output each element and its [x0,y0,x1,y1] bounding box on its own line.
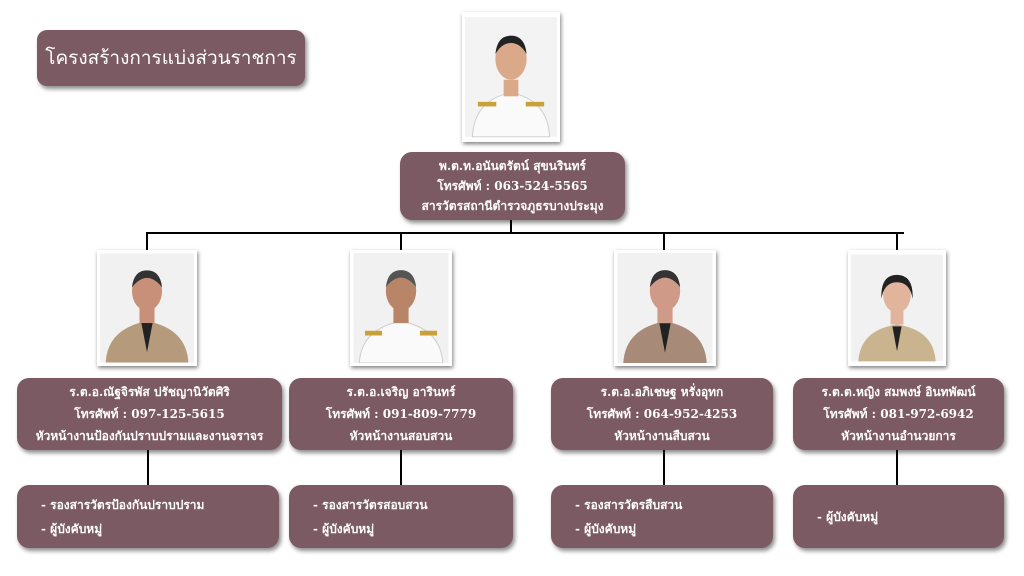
head-box: พ.ต.ท.อนันตรัตน์ สุขนรินทร์ โทรศัพท์ : 0… [400,152,625,220]
connector [400,232,402,250]
sub-box: - รองสารวัตรป้องกันปราบปราม - ผู้บังคับห… [17,485,279,548]
connector [147,450,149,485]
unit-box: ร.ต.อ.เจริญ อารินทร์ โทรศัพท์ : 091-809-… [289,378,513,450]
unit-position: หัวหน้างานสอบสวน [349,429,453,443]
connector [510,220,512,234]
unit-name: ร.ต.ต.หญิง สมพงษ์ อินทพัฒน์ [821,385,976,399]
connector [663,450,665,485]
connector [146,232,148,250]
unit-photo [614,250,716,366]
sub-item: - ผู้บังคับหมู่ [313,521,375,536]
unit-name: ร.ต.อ.ณัฐจิรพัส ปรัชญานิวัตศิริ [69,385,230,399]
head-name: พ.ต.ท.อนันตรัตน์ สุขนรินทร์ [439,159,586,173]
head-position: สารวัตรสถานีตำรวจภูธรบางประมุง [421,199,604,213]
connector [400,450,402,485]
unit-phone: โทรศัพท์ : 081-972-6942 [823,407,974,421]
unit-phone: โทรศัพท์ : 091-809-7779 [325,407,477,421]
sub-item: - ผู้บังคับหมู่ [41,521,103,536]
unit-box: ร.ต.ต.หญิง สมพงษ์ อินทพัฒน์ โทรศัพท์ : 0… [793,378,1004,450]
sub-box: - รองสารวัตรสอบสวน - ผู้บังคับหมู่ [289,485,513,548]
unit-position: หัวหน้างานป้องกันปราบปรามและงานจราจร [35,429,264,443]
unit-name: ร.ต.อ.เจริญ อารินทร์ [346,385,456,399]
unit-phone: โทรศัพท์ : 064-952-4253 [586,407,738,421]
unit-phone: โทรศัพท์ : 097-125-5615 [74,407,225,421]
unit-name: ร.ต.อ.อภิเชษฐ หรั่งอุทก [600,385,724,399]
head-photo [462,12,560,142]
connector [896,450,898,485]
unit-photo [97,250,197,366]
sub-item: - รองสารวัตรสืบสวน [575,497,683,512]
sub-box: - รองสารวัตรสืบสวน - ผู้บังคับหมู่ [551,485,773,548]
sub-item: - ผู้บังคับหมู่ [575,521,637,536]
connector [146,232,904,234]
connector [896,232,898,250]
unit-position: หัวหน้างานสืบสวน [614,429,710,443]
connector [663,232,665,250]
unit-photo [848,250,946,366]
page-title: โครงสร้างการแบ่งส่วนราชการ [37,30,305,86]
unit-box: ร.ต.อ.อภิเชษฐ หรั่งอุทก โทรศัพท์ : 064-9… [551,378,773,450]
sub-box: - ผู้บังคับหมู่ [793,485,1004,548]
head-phone: โทรศัพท์ : 063-524-5565 [437,179,588,193]
sub-item: - ผู้บังคับหมู่ [817,509,879,524]
unit-box: ร.ต.อ.ณัฐจิรพัส ปรัชญานิวัตศิริ โทรศัพท์… [17,378,282,450]
sub-item: - รองสารวัตรสอบสวน [313,497,428,512]
sub-item: - รองสารวัตรป้องกันปราบปราม [41,497,205,512]
unit-position: หัวหน้างานอำนวยการ [841,429,956,443]
unit-photo [350,250,452,366]
